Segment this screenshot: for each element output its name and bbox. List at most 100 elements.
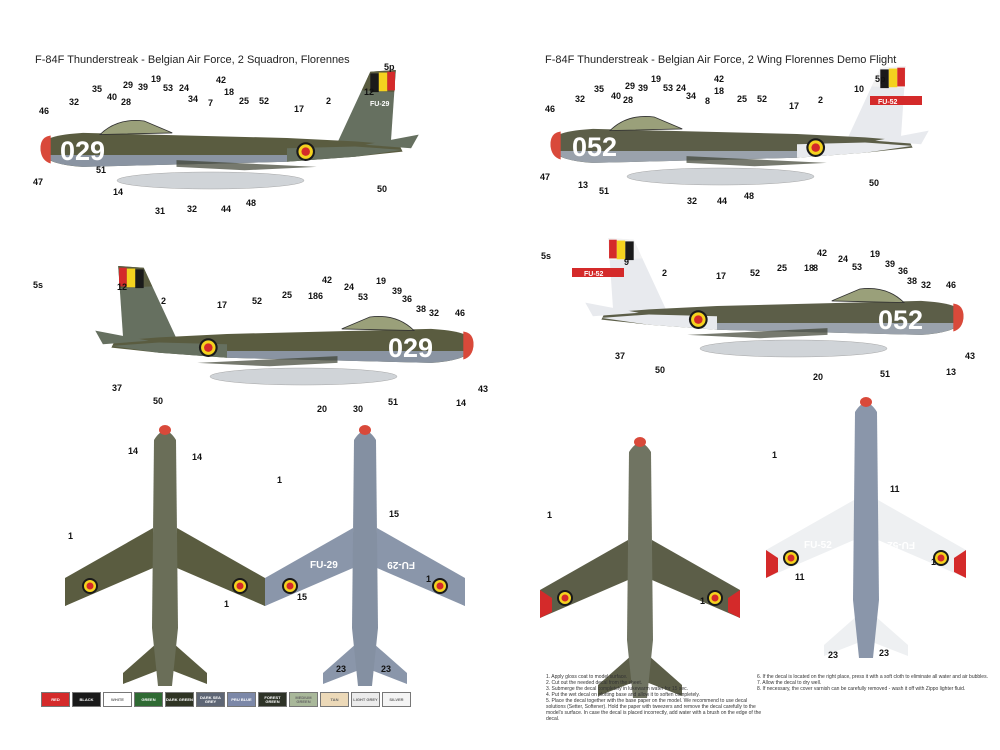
callout-number: 19	[870, 249, 880, 259]
callout-number: 8	[813, 263, 818, 273]
callout-number: 51	[880, 369, 890, 379]
callout-number: 35	[92, 84, 102, 94]
callout-number: 42	[817, 248, 827, 258]
callout-number: 46	[946, 280, 956, 290]
color-swatch: LIGHT GREY	[351, 692, 380, 707]
callout-number: 39	[885, 259, 895, 269]
callout-number: 1	[931, 557, 936, 567]
callout-number: 25	[239, 96, 249, 106]
color-swatch: DARK SEA GREY	[196, 692, 225, 707]
callout-number: 39	[138, 82, 148, 92]
callout-number: 20	[813, 372, 823, 382]
callout-number: 15	[389, 509, 399, 519]
callout-number: 53	[358, 292, 368, 302]
callout-number: 34	[188, 94, 198, 104]
callout-number: 40	[107, 92, 117, 102]
callout-number: 29	[625, 81, 635, 91]
callout-number: 25	[282, 290, 292, 300]
fin-code-right-mid: FU-52	[584, 271, 604, 278]
callout-number: 51	[599, 186, 609, 196]
callout-number: 10	[854, 84, 864, 94]
callout-number: 1	[547, 510, 552, 520]
bottom-view-right	[766, 397, 966, 658]
callout-number: 50	[377, 184, 387, 194]
callout-number: 24	[676, 83, 686, 93]
callout-number: 2	[161, 296, 166, 306]
underwing-code-left-2: FU-52	[804, 540, 832, 551]
callout-number: 19	[376, 276, 386, 286]
instructions-column-2: 6. If the decal is located on the right …	[757, 674, 997, 692]
callout-number: 17	[789, 101, 799, 111]
callout-number: 6	[318, 291, 323, 301]
profile-right-port	[550, 65, 930, 186]
callout-number: 5p	[384, 62, 395, 72]
code-number-right-mid: 052	[878, 305, 923, 335]
callout-number: 15	[297, 592, 307, 602]
callout-number: 42	[216, 75, 226, 85]
callout-number: 39	[638, 83, 648, 93]
callout-number: 47	[33, 177, 43, 187]
callout-number: 14	[128, 446, 138, 456]
instruction-step: 5. Place the decal together with the bas…	[546, 698, 762, 722]
callout-number: 18	[224, 87, 234, 97]
callout-number: 50	[153, 396, 163, 406]
callout-number: 32	[687, 196, 697, 206]
callout-number: 23	[828, 650, 838, 660]
callout-number: 13	[578, 180, 588, 190]
callout-number: 52	[757, 94, 767, 104]
callout-number: 14	[113, 187, 123, 197]
callout-number: 23	[381, 664, 391, 674]
color-swatch: SILVER	[382, 692, 411, 707]
callout-number: 13	[946, 367, 956, 377]
callout-number: 18	[804, 263, 814, 273]
callout-number: 8	[705, 96, 710, 106]
callout-number: 31	[155, 206, 165, 216]
callout-number: 42	[322, 275, 332, 285]
callout-number: 30	[353, 404, 363, 414]
instruction-step: 2. Cut out the needed decal from the she…	[546, 680, 643, 686]
code-number-left-top: 029	[60, 136, 105, 166]
callout-number: 53	[663, 83, 673, 93]
underwing-code-right: FU-29	[387, 559, 415, 570]
callout-number: 11	[890, 484, 900, 494]
color-swatch: TAN	[320, 692, 349, 707]
callout-number: 17	[217, 300, 227, 310]
callout-number: 50	[655, 365, 665, 375]
callout-number: 17	[294, 104, 304, 114]
callout-number: 7	[208, 98, 213, 108]
callout-number: 44	[221, 204, 231, 214]
callout-number: 14	[456, 398, 466, 408]
callout-number: 43	[965, 351, 975, 361]
callout-number: 5s	[33, 280, 43, 290]
callout-number: 46	[545, 104, 555, 114]
callout-number: 14	[192, 452, 202, 462]
callout-number: 1	[700, 596, 705, 606]
callout-number: 23	[879, 648, 889, 658]
title-left-scheme: F-84F Thunderstreak - Belgian Air Force,…	[35, 54, 350, 66]
callout-number: 32	[429, 308, 439, 318]
instruction-step: 3. Submerge the decal completely in luke…	[546, 686, 689, 692]
callout-number: 2	[326, 96, 331, 106]
fin-code-left-mid: FU-29	[90, 299, 110, 306]
callout-number: 40	[611, 91, 621, 101]
fin-red-band	[870, 96, 922, 105]
callout-number: 36	[898, 266, 908, 276]
callout-number: 38	[907, 276, 917, 286]
instruction-step: 7. Allow the decal to dry well.	[757, 680, 822, 686]
top-view-left	[65, 425, 265, 686]
callout-number: 1	[277, 475, 282, 485]
callout-number: 51	[96, 165, 106, 175]
callout-number: 47	[540, 172, 550, 182]
callout-number: 1	[426, 574, 431, 584]
callout-number: 1	[224, 599, 229, 609]
code-number-right-top: 052	[572, 132, 617, 162]
callout-number: 50	[869, 178, 879, 188]
callout-number: 34	[686, 91, 696, 101]
color-swatch: GREEN	[134, 692, 163, 707]
profile-right-starboard	[584, 237, 964, 358]
instruction-step: 8. If necessary, the cover varnish can b…	[757, 686, 966, 692]
instruction-step: 4. Put the wet decal on plotting base an…	[546, 692, 700, 698]
